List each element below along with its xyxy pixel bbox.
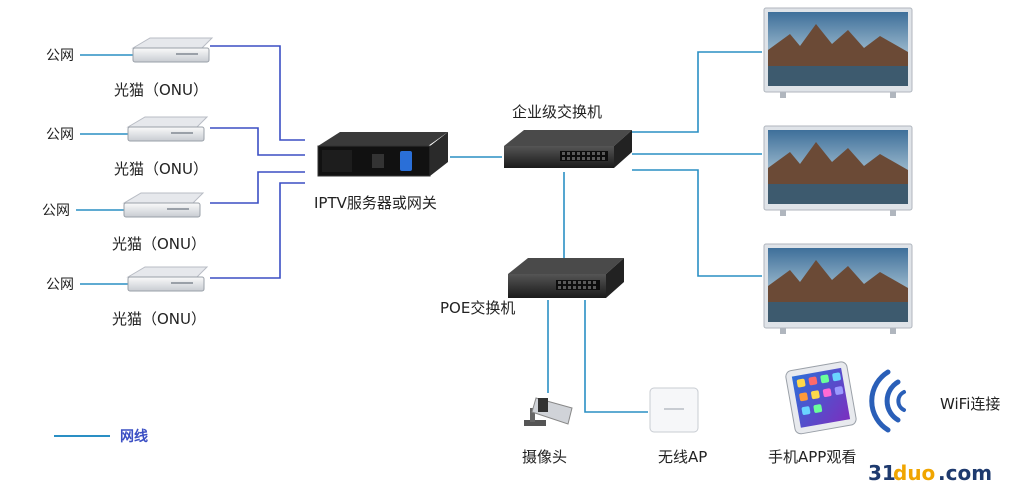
lan-links [450,51,762,413]
onu-label-4: 光猫（ONU） [112,310,206,328]
onu-device-1 [131,37,214,63]
wan-label-1: 公网 [46,48,74,64]
core-switch-label: 企业级交换机 [512,103,602,121]
watermark: 31 duo .com [868,461,992,485]
link-onu-2 [210,127,305,156]
watermark-mid: duo [893,461,935,485]
link-poe-ap [584,300,648,413]
onu-device-3 [122,192,205,218]
wan-label-3: 公网 [42,203,70,219]
wifi-label: WiFi连接 [940,395,1000,413]
link-onu-1 [210,45,305,141]
onu-device-4 [126,266,209,292]
camera-label: 摄像头 [522,448,567,466]
wifi-icon [869,369,906,433]
onu-links [210,45,305,279]
phone-label: 手机APP观看 [768,448,856,466]
link-onu-3 [210,171,305,204]
ap-label: 无线AP [658,448,707,466]
tv-2 [763,125,913,216]
iptv-server [317,132,448,177]
watermark-com: .com [938,461,992,485]
onu-label-1: 光猫（ONU） [114,81,208,99]
server-label: IPTV服务器或网关 [314,194,437,212]
wireless-ap-icon [649,387,699,433]
wan-label-2: 公网 [46,127,74,143]
camera-icon [524,397,573,426]
tv-1 [763,7,913,98]
link-switch-tv-1 [632,51,762,133]
poe-switch-label: POE交换机 [440,299,515,317]
wan-label-4: 公网 [46,277,74,293]
legend-label: 网线 [120,428,148,445]
link-onu-4 [210,182,305,279]
core-switch [504,130,632,168]
tv-3 [763,243,913,334]
phone-icon [785,361,857,435]
poe-switch [508,258,624,298]
onu-label-3: 光猫（ONU） [112,235,206,253]
onu-device-2 [126,116,209,142]
wan-links [76,54,133,285]
watermark-num: 31 [868,461,896,485]
onu-label-2: 光猫（ONU） [114,160,208,178]
link-switch-tv-3 [632,169,762,277]
